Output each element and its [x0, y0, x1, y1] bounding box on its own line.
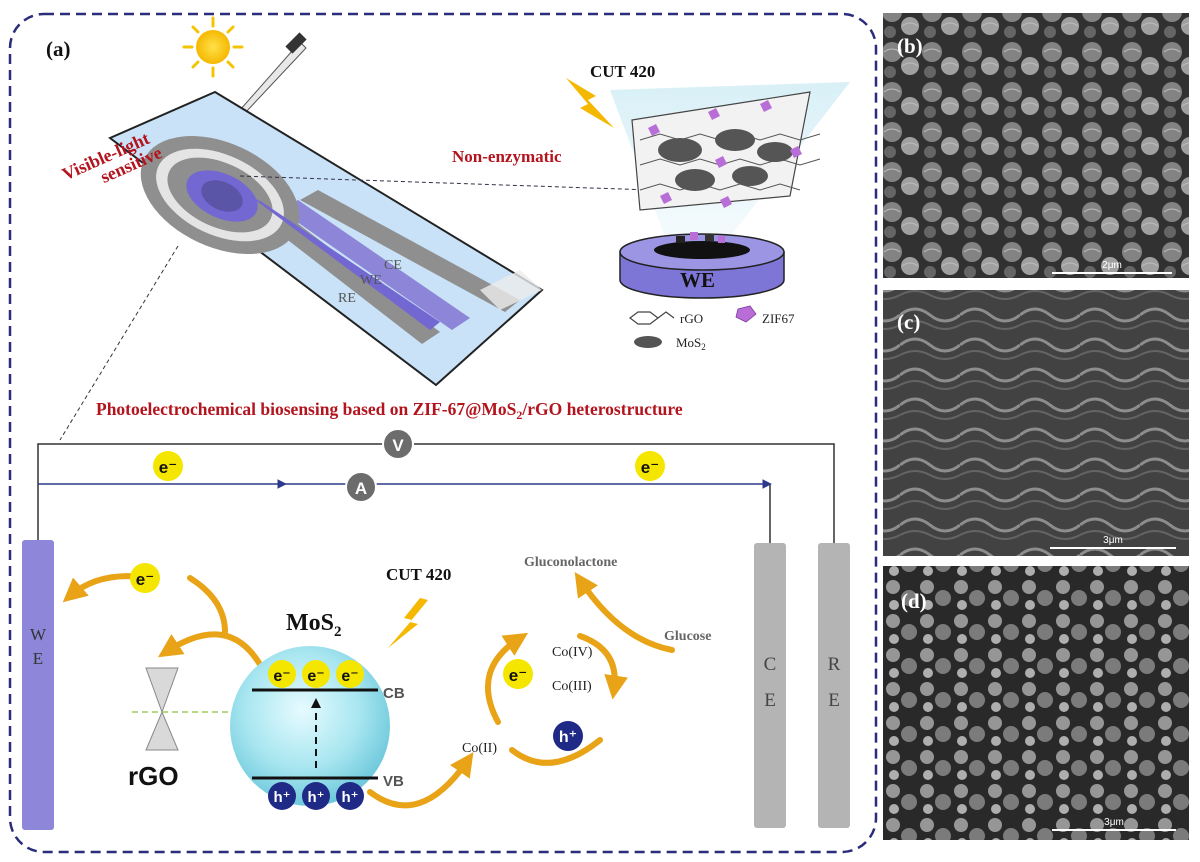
- vb-label: VB: [383, 773, 404, 790]
- voltmeter-label: V: [392, 436, 404, 455]
- scale-label-d: 3μm: [1104, 817, 1124, 828]
- lightning-mechanism-icon: [388, 598, 428, 648]
- vb-hole-2-text: h⁺: [307, 789, 324, 806]
- non-enzymatic-label: Non-enzymatic: [452, 147, 562, 166]
- legend-mos2-text: MoS2: [676, 335, 706, 352]
- re-bar: [818, 543, 850, 828]
- re-bar-letter-2: E: [828, 690, 840, 711]
- electron-badge-wire-text: e⁻: [136, 570, 154, 589]
- cut-420-top-label: CUT 420: [590, 62, 655, 81]
- panel-d-label: (d): [901, 589, 927, 613]
- vb-hole-3-text: h⁺: [341, 789, 358, 806]
- ammeter-label: A: [355, 479, 367, 498]
- gluconolactone-label: Gluconolactone: [524, 555, 617, 570]
- hole-badge-cycle-text: h⁺: [559, 729, 577, 746]
- panel-a-label: (a): [46, 37, 71, 61]
- sem-panel-d: (d) 3μm: [883, 566, 1189, 840]
- electrode-label-re: RE: [338, 291, 356, 306]
- rgo-legend-icon: [629, 311, 675, 325]
- panel-a-frame: [8, 12, 878, 854]
- we-bar-letter-1: W: [30, 625, 47, 644]
- electron-badge-cycle-text: e⁻: [509, 666, 527, 685]
- electron-badge-left-text: e⁻: [159, 458, 177, 477]
- cb-electrons: e⁻ e⁻ e⁻: [268, 660, 364, 688]
- zif67-legend-icon: [735, 305, 757, 323]
- cb-electron-3-text: e⁻: [341, 668, 358, 685]
- mos2-legend-icon: [634, 336, 662, 348]
- voltmeter-icon: V: [382, 428, 414, 460]
- glucose-label: Glucose: [664, 629, 711, 644]
- legend-zif-text: ZIF67: [762, 311, 795, 326]
- electron-badge-wire: e⁻: [130, 563, 160, 593]
- ce-bar-letter-2: E: [764, 690, 776, 711]
- re-bar-letter-1: R: [828, 654, 841, 675]
- electron-transfer-arrows: [62, 572, 675, 809]
- ammeter-icon: A: [345, 471, 377, 503]
- vb-hole-1-text: h⁺: [273, 789, 290, 806]
- electron-badge-cycle: e⁻: [503, 659, 533, 689]
- panel-a-title: Photoelectrochemical biosensing based on…: [96, 399, 683, 422]
- mos2-sphere-label: MoS2: [286, 610, 342, 640]
- electrode-label-ce: CE: [384, 258, 402, 273]
- working-electrode-disk: [619, 232, 785, 299]
- zoom-callout-line: [239, 175, 651, 191]
- lightning-top-icon: [566, 78, 614, 128]
- electron-badge-right-text: e⁻: [641, 458, 659, 477]
- vb-holes: h⁺ h⁺ h⁺: [268, 782, 364, 810]
- cb-label: CB: [383, 685, 405, 702]
- electrode-label-we: WE: [360, 273, 382, 288]
- we-bar-letter-2: E: [33, 649, 43, 668]
- scale-label-b: 2μm: [1102, 260, 1122, 271]
- zoom-callout-line-2: [59, 245, 179, 441]
- panel-b-label: (b): [897, 34, 923, 58]
- electron-badge-right: e⁻: [635, 451, 665, 481]
- ce-bar-letter-1: C: [764, 654, 777, 675]
- we-bar: [22, 540, 54, 830]
- hole-badge-cycle: h⁺: [553, 721, 583, 751]
- legend: rGO ZIF67 MoS2: [629, 305, 795, 352]
- electron-badge-left: e⁻: [153, 451, 183, 481]
- sun-icon: [182, 16, 244, 78]
- cut-420-mechanism-label: CUT 420: [386, 565, 451, 584]
- we-disk-label: WE: [680, 268, 715, 292]
- cb-electron-1-text: e⁻: [273, 668, 290, 685]
- sem-panel-b: (b) 2μm: [883, 13, 1189, 278]
- scale-label-c: 3μm: [1103, 535, 1123, 546]
- rgo-hourglass-icon: [145, 667, 179, 751]
- co-iv-label: Co(IV): [552, 645, 593, 660]
- circuit-wires: [37, 443, 835, 543]
- co-iii-label: Co(III): [552, 679, 592, 694]
- ce-bar: [754, 543, 786, 828]
- rgo-mechanism-label: rGO: [128, 761, 179, 791]
- zif67-mos2-rgo-lattice: [631, 91, 821, 211]
- cb-electron-2-text: e⁻: [307, 668, 324, 685]
- screen-printed-electrode: [108, 90, 544, 387]
- co-ii-label: Co(II): [462, 741, 497, 756]
- sem-panel-c: (c) 3μm: [883, 290, 1189, 556]
- legend-rgo-text: rGO: [680, 311, 703, 326]
- panel-c-label: (c): [897, 310, 920, 334]
